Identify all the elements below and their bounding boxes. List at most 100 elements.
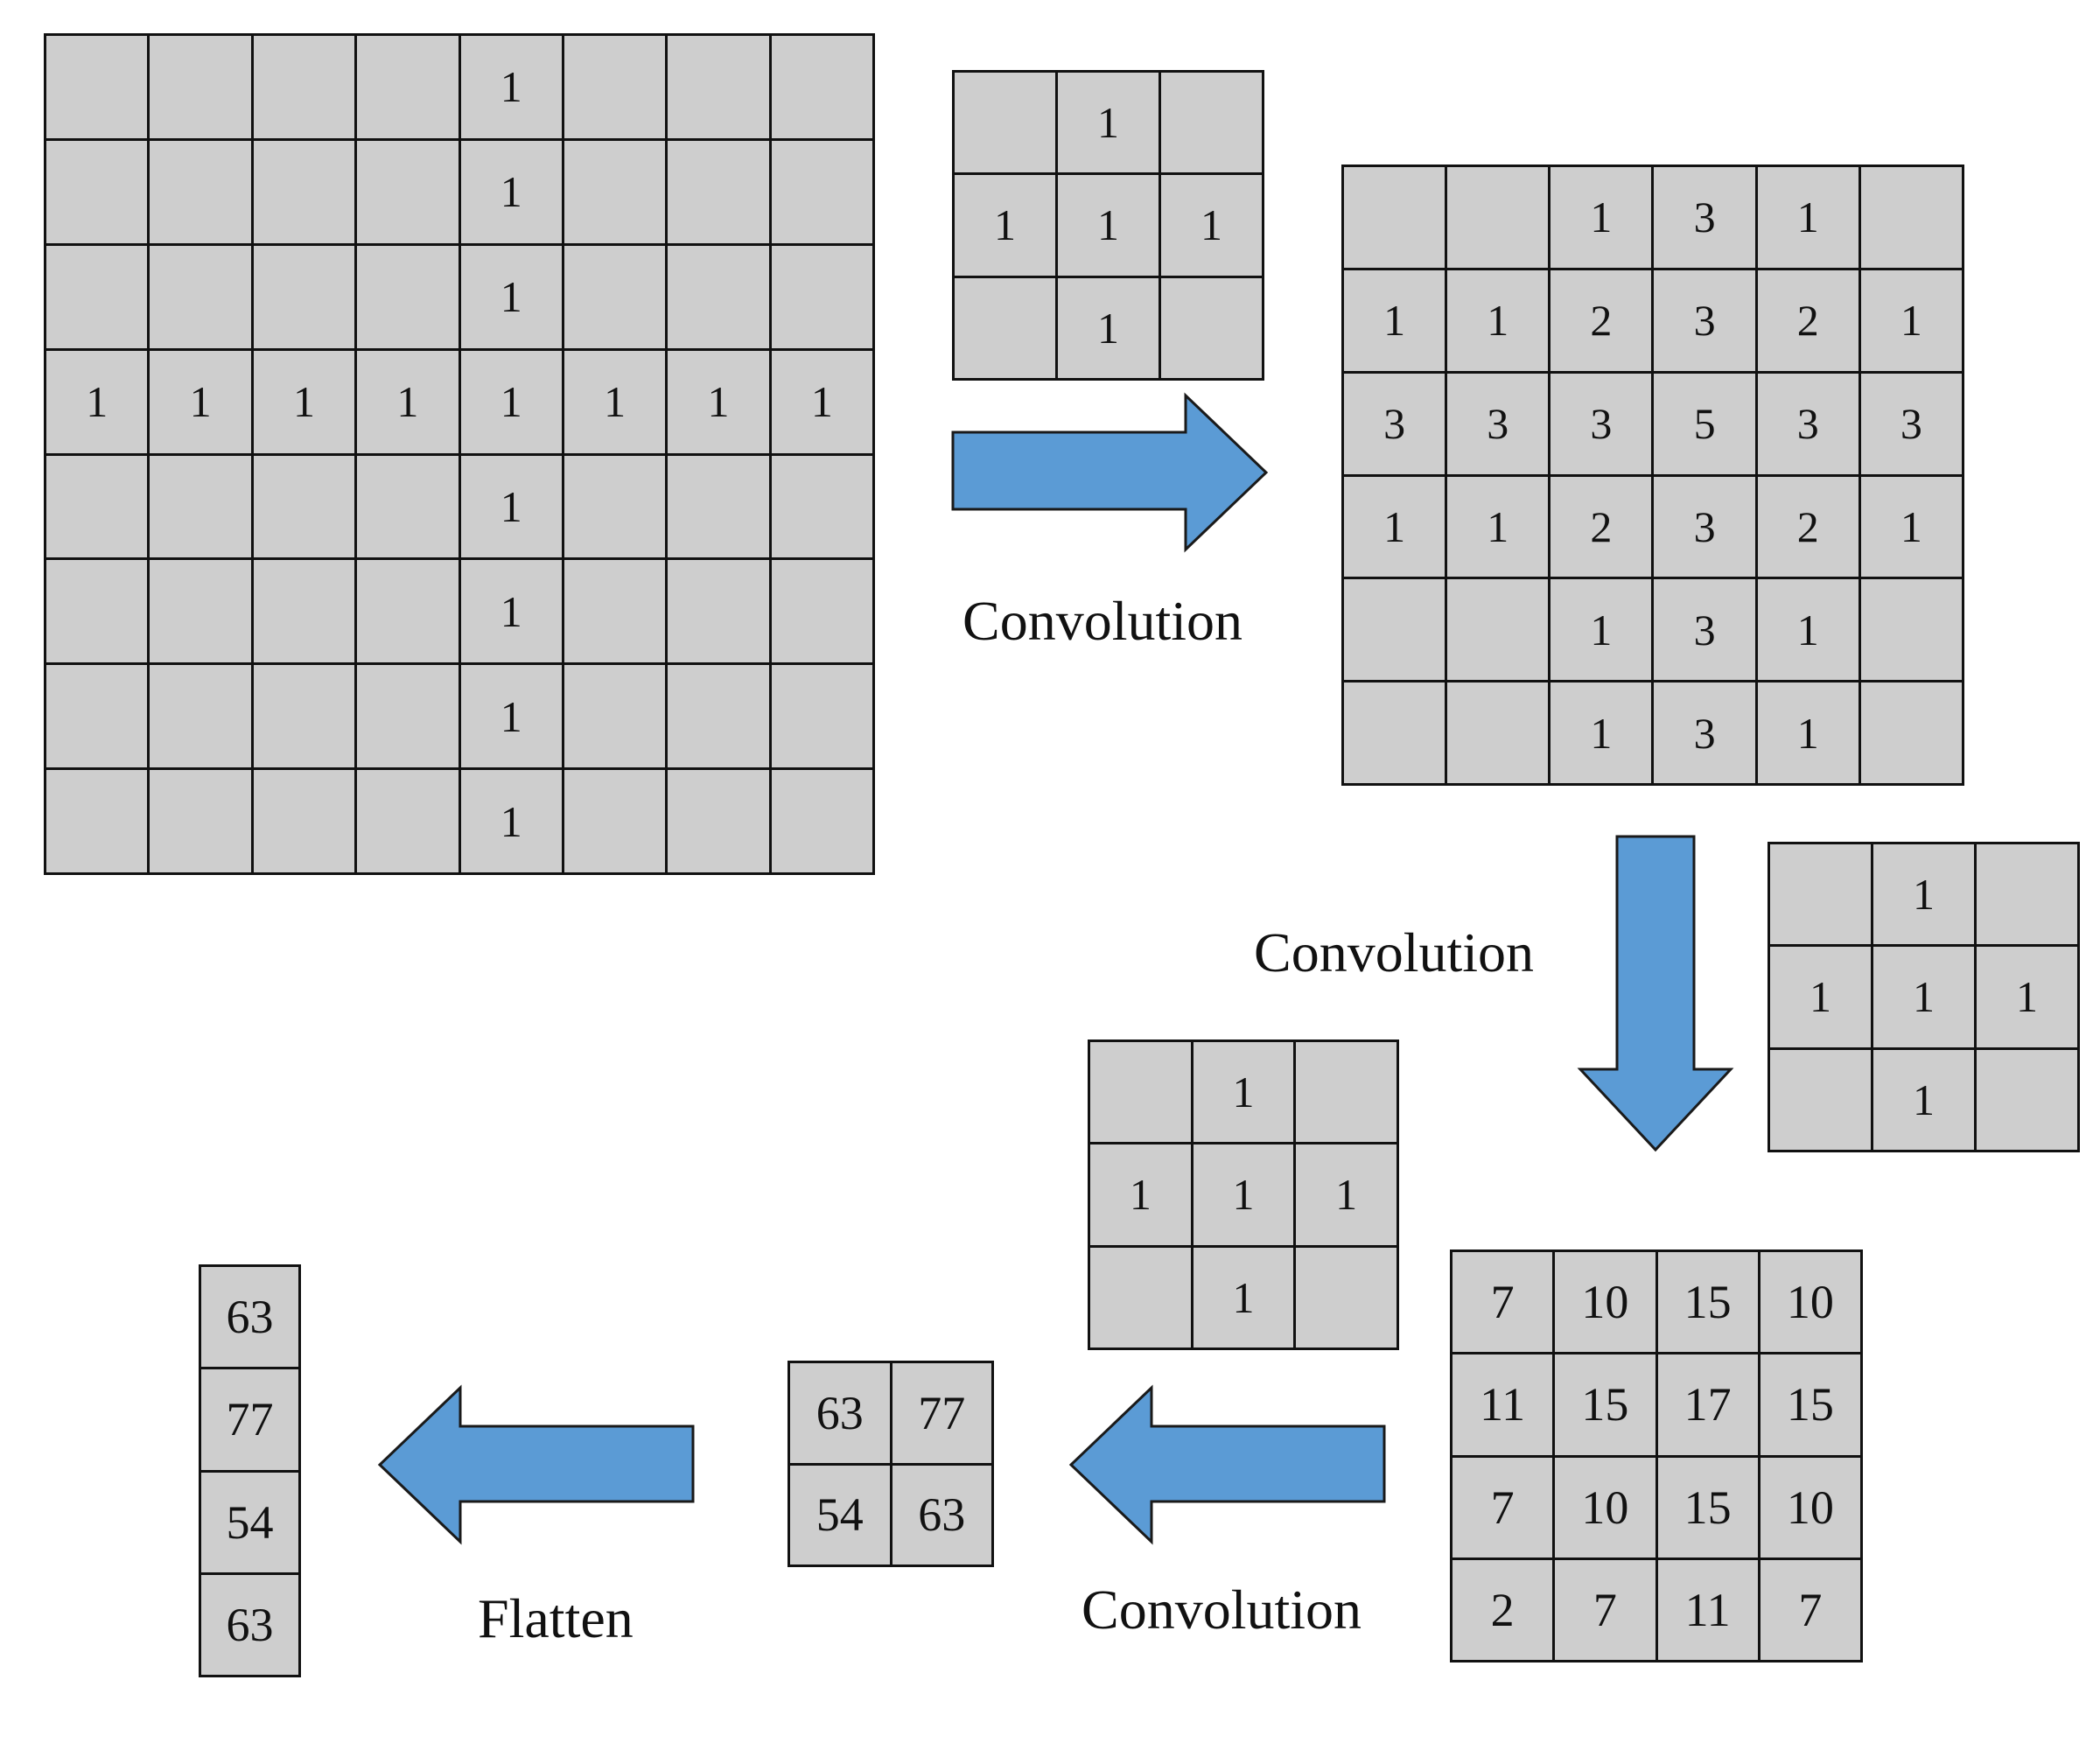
matrix-cell: 1: [460, 350, 562, 453]
matrix-cell: 1: [668, 350, 769, 453]
matrix-cell: 1: [1296, 1144, 1396, 1245]
matrix-cell: [1860, 579, 1962, 681]
matrix-cell: [564, 665, 666, 768]
matrix-cell: 54: [201, 1472, 298, 1572]
matrix-cell: 1: [1757, 682, 1858, 783]
matrix-cell: 1: [1344, 476, 1446, 578]
matrix-cell: 1: [1344, 270, 1446, 371]
matrix-cell: [564, 245, 666, 348]
matrix-cell: 1: [1550, 682, 1652, 783]
matrix-cell: [771, 560, 872, 663]
matrix-cell: [46, 560, 148, 663]
matrix-cell: [357, 770, 458, 872]
matrix-cell: [46, 770, 148, 872]
matrix-cell: 1: [1860, 476, 1962, 578]
matrix-cell: 15: [1555, 1354, 1656, 1455]
matrix-cell: 1: [1550, 167, 1652, 268]
matrix-cell: [1090, 1042, 1191, 1143]
matrix-cell: 5: [1654, 373, 1755, 474]
matrix-cell: 1: [460, 665, 562, 768]
convolution-label-3: Convolution: [1082, 1578, 1362, 1641]
matrix-cell: [1860, 167, 1962, 268]
matrix-cell: 1: [460, 455, 562, 558]
arrow-left-icon: [1068, 1384, 1386, 1545]
matrix-cell: 1: [1193, 1247, 1294, 1348]
matrix-cell: [1447, 682, 1549, 783]
arrow-left-icon: [377, 1384, 695, 1545]
matrix-cell: 1: [357, 350, 458, 453]
matrix-cell: 1: [460, 560, 562, 663]
matrix-cell: [955, 277, 1055, 378]
matrix-cell: [1296, 1042, 1396, 1143]
matrix-cell: [150, 665, 251, 768]
matrix-cell: 1: [1447, 476, 1549, 578]
matrix-cell: [46, 665, 148, 768]
matrix-cell: [1447, 579, 1549, 681]
matrix-cell: 3: [1550, 373, 1652, 474]
matrix-cell: [253, 140, 355, 243]
matrix-cell: 1: [1757, 167, 1858, 268]
matrix-cell: [253, 455, 355, 558]
matrix-cell: [150, 770, 251, 872]
matrix-cell: [357, 36, 458, 138]
matrix-cell: 1: [771, 350, 872, 453]
matrix-cell: 15: [1760, 1354, 1860, 1455]
matrix-cell: [150, 140, 251, 243]
matrix-cell: 3: [1757, 373, 1858, 474]
matrix-cell: 7: [1452, 1252, 1553, 1353]
matrix-cell: 2: [1452, 1559, 1553, 1660]
matrix-cell: [1977, 844, 2077, 945]
matrix-cell: [771, 455, 872, 558]
matrix-cell: [668, 560, 769, 663]
matrix-cell: [1344, 682, 1446, 783]
matrix-cell: 2: [1757, 270, 1858, 371]
matrix-cell: [1860, 682, 1962, 783]
matrix-cell: 1: [564, 350, 666, 453]
matrix-cell: 15: [1657, 1457, 1758, 1558]
matrix-cell: 63: [892, 1465, 991, 1564]
matrix-cell: 1: [460, 245, 562, 348]
matrix-cell: 1: [1873, 947, 1974, 1047]
matrix-cell: [564, 560, 666, 663]
matrix-cell: [668, 140, 769, 243]
matrix-cell: [46, 245, 148, 348]
matrix-cell: [668, 245, 769, 348]
matrix-cell: [564, 455, 666, 558]
matrix-cell: [150, 36, 251, 138]
matrix-cell: 63: [790, 1363, 890, 1463]
matrix-cell: 1: [1058, 277, 1158, 378]
convolution-label-1: Convolution: [962, 590, 1243, 652]
matrix-cell: [150, 455, 251, 558]
matrix-cell: 1: [253, 350, 355, 453]
matrix-cell: [46, 140, 148, 243]
matrix-cell: [668, 665, 769, 768]
matrix-cell: [1770, 1049, 1871, 1150]
matrix-cell: 1: [1860, 270, 1962, 371]
matrix-cell: 1: [150, 350, 251, 453]
matrix-cell: [357, 245, 458, 348]
matrix-cell: 1: [1193, 1042, 1294, 1143]
matrix-cell: 1: [460, 770, 562, 872]
matrix-cell: 1: [1550, 579, 1652, 681]
matrix-cell: 1: [1977, 947, 2077, 1047]
matrix-cell: [771, 245, 872, 348]
matrix-cell: 1: [460, 36, 562, 138]
matrix-cell: 7: [1555, 1559, 1656, 1660]
matrix-cell: [1161, 73, 1262, 173]
matrix-cell: [771, 140, 872, 243]
matrix-cell: 3: [1654, 167, 1755, 268]
matrix-cell: 54: [790, 1465, 890, 1564]
matrix-cell: [46, 36, 148, 138]
matrix-cell: 1: [1058, 73, 1158, 173]
matrix-cell: 1: [1193, 1144, 1294, 1245]
matrix-cell: 1: [1447, 270, 1549, 371]
matrix-cell: [357, 560, 458, 663]
matrix-cell: 1: [1090, 1144, 1191, 1245]
